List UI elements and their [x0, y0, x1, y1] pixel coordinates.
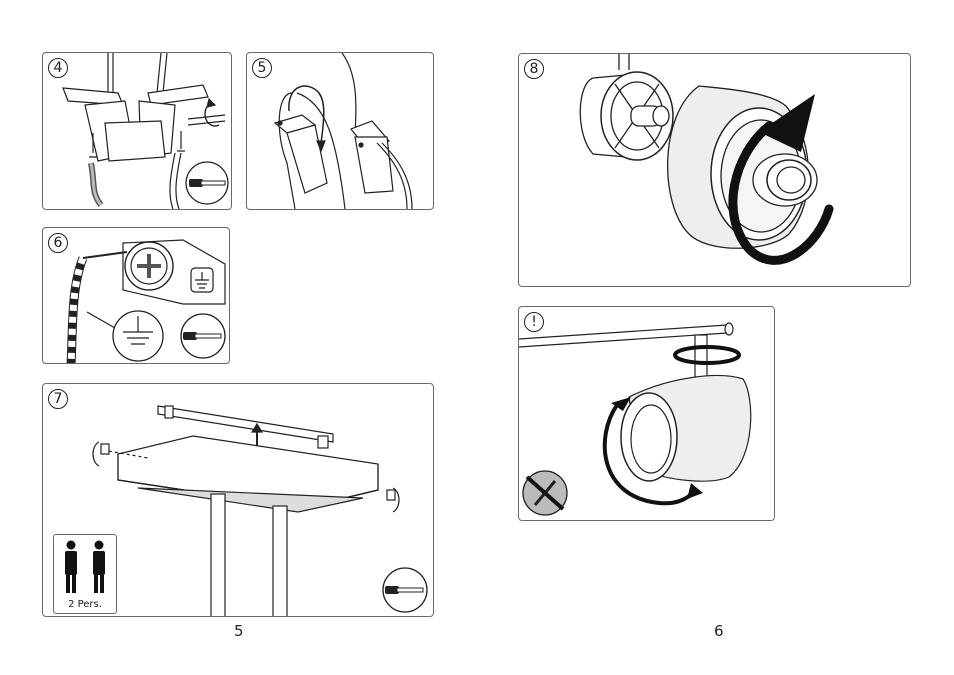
- page-number-right: 6: [714, 622, 724, 640]
- step-number-6: 6: [48, 233, 68, 253]
- two-persons-badge: 2 Pers.: [53, 534, 117, 614]
- no-tools-icon: [523, 471, 567, 515]
- step-number-5: 5: [252, 58, 272, 78]
- warning-step-marker: !: [524, 312, 544, 332]
- screwdriver-icon: [181, 314, 225, 358]
- screwdriver-icon: [383, 568, 427, 612]
- panel-step-8: 8: [518, 53, 911, 287]
- persons-label: 2 Pers.: [54, 599, 116, 610]
- panel-step-4: 4: [42, 52, 232, 210]
- panel-step-6: 6: [42, 227, 230, 364]
- wire-connection-illustration: [43, 53, 232, 210]
- step-number-4: 4: [48, 58, 68, 78]
- connector-placement-illustration: [247, 53, 434, 210]
- screwdriver-icon: [186, 162, 228, 204]
- spotlight-rotation-illustration: [519, 307, 775, 521]
- page-number-left: 5: [234, 622, 244, 640]
- panel-step-7: 7: [42, 383, 434, 617]
- panel-step-5: 5: [246, 52, 434, 210]
- spotlight-attachment-illustration: [519, 54, 911, 287]
- panel-warning: !: [518, 306, 775, 521]
- earth-connection-illustration: [43, 228, 230, 364]
- step-number-7: 7: [48, 389, 68, 409]
- step-number-8: 8: [524, 59, 544, 79]
